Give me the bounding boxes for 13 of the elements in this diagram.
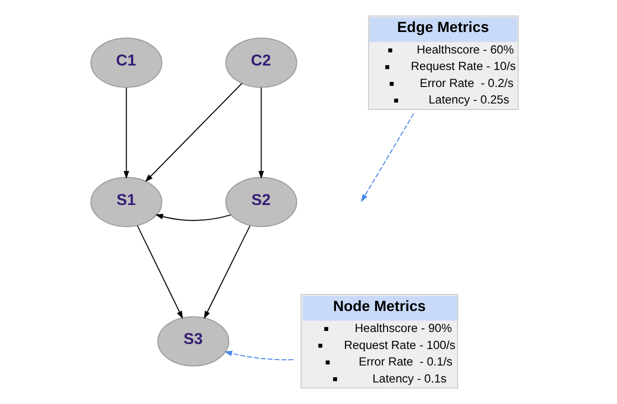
- arrow: [360, 113, 414, 202]
- arrow: [204, 225, 251, 319]
- node-ellipse: C1: [90, 38, 162, 88]
- node-ellipse: S1: [90, 176, 162, 228]
- arrow: [124, 87, 130, 179]
- node-ellipse: S2: [225, 176, 298, 228]
- arrow: [136, 225, 183, 319]
- arrow: [258, 87, 264, 179]
- arrow: [155, 214, 232, 221]
- arrow: [224, 350, 294, 360]
- node-ellipse: C2: [225, 38, 298, 88]
- arrow: [145, 82, 242, 182]
- node-ellipse: S3: [157, 316, 230, 366]
